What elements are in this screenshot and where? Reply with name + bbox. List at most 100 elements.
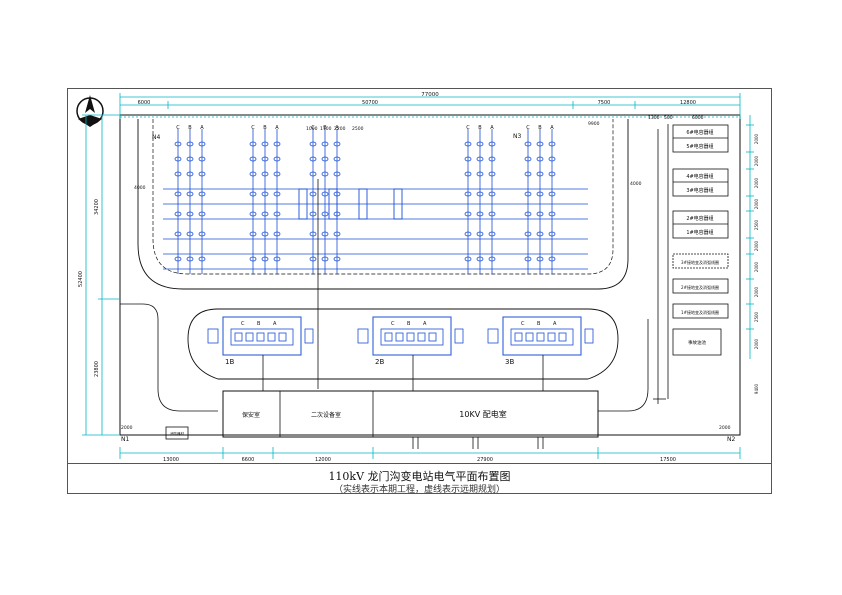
- dim-top-total: 77000: [421, 92, 439, 98]
- insulator: [548, 141, 556, 147]
- transformer-body: [502, 316, 582, 356]
- insulator: [273, 191, 281, 197]
- inner-dim-12: 6000: [692, 115, 704, 121]
- breaker: [298, 188, 308, 220]
- right-dim-3: 2000: [754, 261, 759, 272]
- transformer-core: [230, 328, 294, 346]
- right-dim-9: 2000: [754, 240, 759, 251]
- insulator: [261, 231, 269, 237]
- insulator: [198, 231, 206, 237]
- inner-dim-8: 2000: [121, 425, 133, 431]
- left-dimensions: [82, 114, 120, 436]
- dim-top-seg1: 6000: [138, 100, 151, 106]
- grounding-2: 2#接地变及消弧线圈: [681, 284, 719, 290]
- breaker: [358, 188, 368, 220]
- radiator: [406, 332, 415, 342]
- capacitor-3: 3#电容器组: [686, 187, 713, 194]
- radiator: [558, 332, 567, 342]
- inner-dim-2: 4000: [630, 181, 642, 187]
- insulator: [273, 156, 281, 162]
- insulator: [309, 191, 317, 197]
- insulator: [309, 231, 317, 237]
- site-boundary: [119, 114, 741, 436]
- insulator: [333, 141, 341, 147]
- insulator: [186, 256, 194, 262]
- phase-label: B: [538, 125, 542, 131]
- cable-exits: [412, 437, 544, 449]
- inner-dim-6: 2200: [334, 126, 346, 132]
- insulator: [273, 231, 281, 237]
- insulator: [249, 231, 257, 237]
- label-n4: N4: [152, 134, 160, 141]
- phase-label: C: [251, 125, 255, 131]
- substation-layout-drawing: 77000 6000 50700 7500 12800 52400 34200 …: [76, 92, 759, 463]
- insulator: [198, 191, 206, 197]
- inner-dim-9: 2000: [719, 425, 731, 431]
- radiator: [428, 332, 437, 342]
- insulator: [186, 171, 194, 177]
- insulator: [476, 156, 484, 162]
- insulator: [536, 211, 544, 217]
- insulator: [309, 256, 317, 262]
- capacitor-6: 6#电容器组: [686, 129, 713, 136]
- radiator: [245, 332, 254, 342]
- transformer-body: [222, 316, 302, 356]
- insulator: [464, 191, 472, 197]
- radiator: [536, 332, 545, 342]
- drawing-frame: 77000 6000 50700 7500 12800 52400 34200 …: [67, 88, 772, 494]
- transformer-label: 1B: [225, 358, 234, 366]
- insulator: [321, 141, 329, 147]
- insulator: [198, 256, 206, 262]
- insulator: [261, 211, 269, 217]
- grounding-3: 3#接地变及消弧线圈: [681, 259, 719, 265]
- insulator: [548, 211, 556, 217]
- insulator: [309, 156, 317, 162]
- capacitor-4: 4#电容器组: [686, 173, 713, 180]
- north-arrow-icon: [76, 95, 104, 127]
- right-dimensions: [746, 115, 754, 359]
- insulator: [261, 171, 269, 177]
- phase-label: A: [550, 125, 554, 131]
- insulator: [261, 256, 269, 262]
- neutral-device: [487, 328, 499, 344]
- dim-top-seg3: 7500: [598, 100, 611, 106]
- phase-label: A: [200, 125, 204, 131]
- insulator: [464, 256, 472, 262]
- insulator: [476, 171, 484, 177]
- insulator: [174, 231, 182, 237]
- drawing-subtitle: （实线表示本期工程，虚线表示远期规划）: [333, 485, 505, 495]
- insulator: [488, 231, 496, 237]
- dim-left-upper: 34200: [94, 199, 100, 215]
- right-dim-6: 2000: [754, 338, 759, 349]
- inner-dim-4: 1000: [306, 126, 318, 132]
- insulator: [249, 156, 257, 162]
- transformer-core: [510, 328, 574, 346]
- insulator: [198, 141, 206, 147]
- insulator: [333, 171, 341, 177]
- insulator: [488, 211, 496, 217]
- insulator: [488, 171, 496, 177]
- right-dim-8: 2000: [754, 198, 759, 209]
- insulator: [524, 256, 532, 262]
- dim-bottom-seg1: 13000: [163, 457, 179, 463]
- phase-label: C: [176, 125, 180, 131]
- insulator: [488, 256, 496, 262]
- insulator: [198, 156, 206, 162]
- right-dim-5: 2500: [754, 311, 759, 322]
- insulator: [186, 231, 194, 237]
- inner-dim-5: 1700: [320, 126, 332, 132]
- dim-top-seg4: 12800: [680, 100, 696, 106]
- phase-label: C: [311, 125, 315, 131]
- insulator: [321, 171, 329, 177]
- phase-label: B: [478, 125, 482, 131]
- insulator: [548, 256, 556, 262]
- right-road: [598, 319, 649, 412]
- breaker: [328, 188, 338, 220]
- fire-equipment-label: 消防器材: [170, 431, 184, 436]
- insulator: [249, 191, 257, 197]
- insulator: [488, 191, 496, 197]
- insulator: [548, 231, 556, 237]
- insulator: [174, 141, 182, 147]
- insulator: [186, 211, 194, 217]
